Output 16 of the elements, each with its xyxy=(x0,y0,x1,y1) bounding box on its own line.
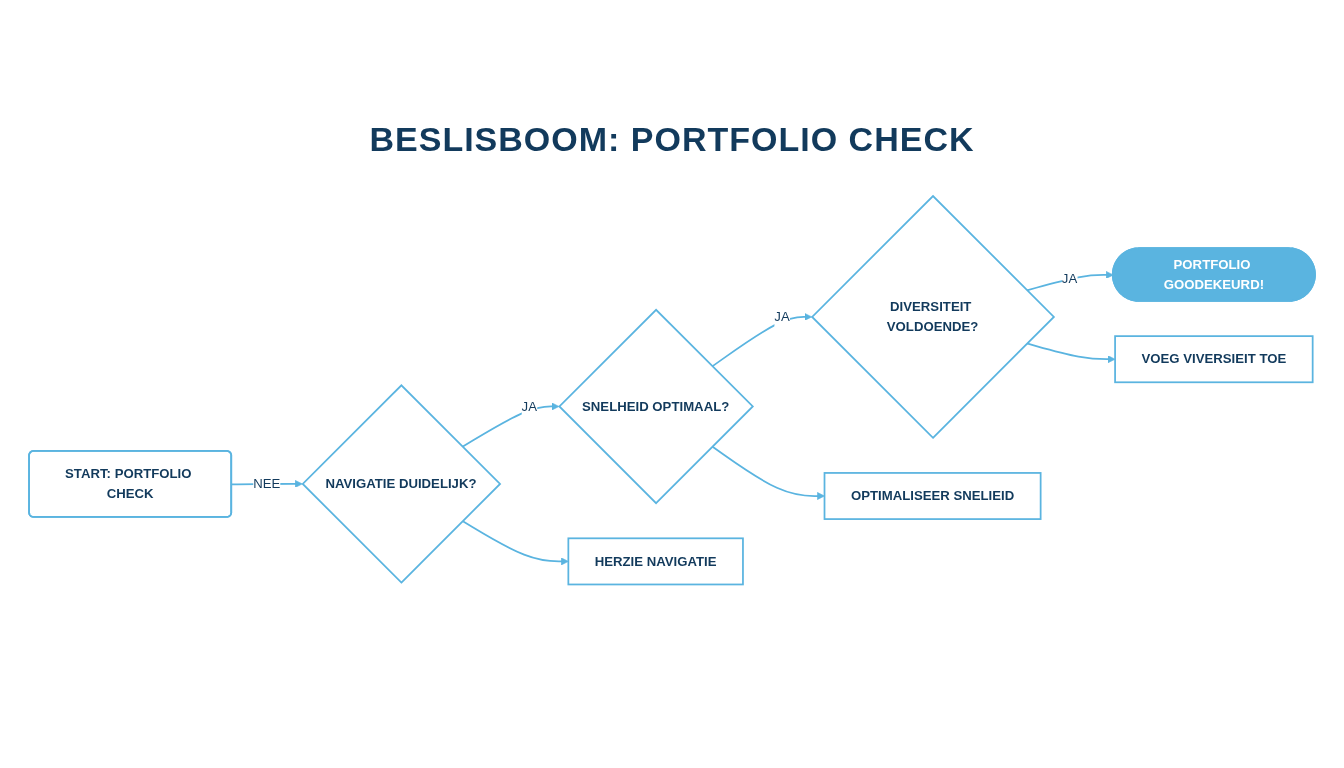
edge-label: JA xyxy=(1061,270,1078,286)
node-diamond: NAVIGATIE DUIDELIJK? xyxy=(301,384,502,584)
node-box: OPTIMALISEER SNELIEID xyxy=(823,472,1042,520)
arrow xyxy=(461,402,560,448)
arrow xyxy=(711,445,825,500)
edge-label: JA xyxy=(774,308,790,324)
arrow xyxy=(461,520,569,566)
node-box: HERZIE NAVIGATIE xyxy=(567,537,744,586)
node-diamond: SNELHEID OPTIMAAL? xyxy=(558,308,755,505)
arrow xyxy=(1026,342,1116,364)
arrow xyxy=(711,313,813,368)
edge-label: JA xyxy=(521,398,537,414)
node-box: VOEG VIVERSIEIT TOE xyxy=(1114,335,1314,384)
edge-label: NEE xyxy=(253,475,281,491)
diagram-title: BESLISBOOM: PORTFOLIO CHECK xyxy=(368,120,976,159)
node-diamond: DIVERSITEIT VOLDOENDE? xyxy=(810,194,1056,439)
